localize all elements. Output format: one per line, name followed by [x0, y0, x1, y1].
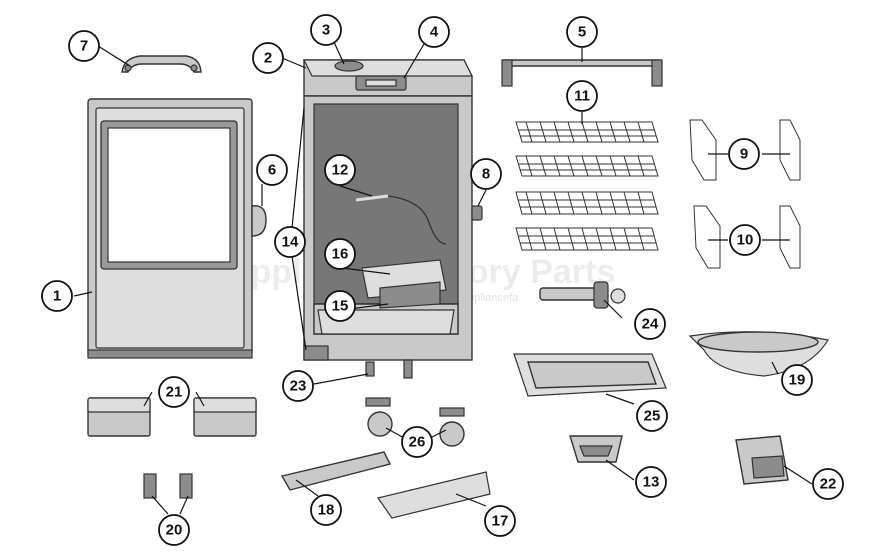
- drip-pan-part: [513, 353, 667, 397]
- svg-text:22: 22: [820, 476, 837, 493]
- callout-13: 13: [635, 466, 667, 498]
- heating-element-part: [361, 259, 447, 309]
- cooking-racks-part: [515, 121, 659, 251]
- leader-lines: [73, 41, 813, 515]
- callout-9: 9: [728, 138, 760, 170]
- callout-2: 2: [252, 42, 284, 74]
- callout-3: 3: [310, 14, 342, 46]
- callout-7: 7: [68, 30, 100, 62]
- svg-text:7: 7: [80, 38, 88, 55]
- svg-text:26: 26: [409, 434, 426, 451]
- svg-text:12: 12: [332, 162, 349, 179]
- svg-text:21: 21: [166, 384, 183, 401]
- door-latch-part: [251, 205, 267, 237]
- callout-1: 1: [41, 280, 73, 312]
- svg-text:18: 18: [318, 502, 335, 519]
- svg-text:17: 17: [492, 513, 509, 530]
- svg-text:16: 16: [332, 246, 349, 263]
- meat-probe-part: [355, 194, 447, 245]
- leg-blocks-part: [87, 397, 257, 437]
- callout-20: 20: [158, 514, 190, 546]
- callout-24: 24: [634, 308, 666, 340]
- callout-4: 4: [418, 16, 450, 48]
- svg-text:23: 23: [290, 378, 307, 395]
- callout-14: 14: [274, 226, 306, 258]
- cabinet-latch-part: [471, 205, 483, 221]
- svg-text:3: 3: [322, 22, 330, 39]
- grease-cup-part: [569, 435, 623, 463]
- svg-text:6: 6: [268, 162, 276, 179]
- bracket-part: [280, 451, 392, 491]
- callout-26: 26: [401, 426, 433, 458]
- svg-text:19: 19: [789, 372, 806, 389]
- callout-21: 21: [158, 376, 190, 408]
- casters-part: [365, 397, 465, 447]
- callout-15: 15: [324, 290, 356, 322]
- svg-text:25: 25: [644, 408, 661, 425]
- chip-tray-part: [735, 435, 789, 485]
- svg-text:10: 10: [737, 232, 754, 249]
- wood-chip-loader-part: [539, 281, 626, 309]
- callout-12: 12: [324, 154, 356, 186]
- callout-19: 19: [781, 364, 813, 396]
- callout-18: 18: [310, 494, 342, 526]
- svg-text:2: 2: [264, 50, 272, 67]
- watermark-url: appliancefa: [462, 292, 519, 304]
- callout-8: 8: [470, 158, 502, 190]
- door-part: [87, 98, 253, 359]
- rack-supports-upper-part: [689, 119, 801, 181]
- callout-6: 6: [256, 154, 288, 186]
- svg-text:13: 13: [643, 474, 660, 491]
- callout-23: 23: [282, 370, 314, 402]
- svg-text:24: 24: [642, 316, 659, 333]
- callout-11: 11: [566, 80, 598, 112]
- callout-5: 5: [566, 16, 598, 48]
- svg-text:1: 1: [53, 288, 61, 305]
- svg-text:20: 20: [166, 522, 183, 539]
- callout-22: 22: [812, 468, 844, 500]
- door-handle-part: [121, 55, 202, 73]
- svg-text:9: 9: [740, 146, 748, 163]
- callout-17: 17: [484, 505, 516, 537]
- top-handle-rod-part: [501, 59, 663, 87]
- svg-text:5: 5: [578, 24, 586, 41]
- svg-text:4: 4: [430, 24, 439, 41]
- callout-25: 25: [636, 400, 668, 432]
- bolts-part: [143, 473, 193, 499]
- svg-text:11: 11: [574, 88, 590, 105]
- svg-text:15: 15: [332, 298, 349, 315]
- svg-text:14: 14: [282, 234, 299, 251]
- callout-10: 10: [729, 224, 761, 256]
- rack-supports-lower-part: [693, 205, 801, 269]
- svg-text:8: 8: [482, 166, 490, 183]
- callout-16: 16: [324, 238, 356, 270]
- deflector-part: [377, 471, 491, 519]
